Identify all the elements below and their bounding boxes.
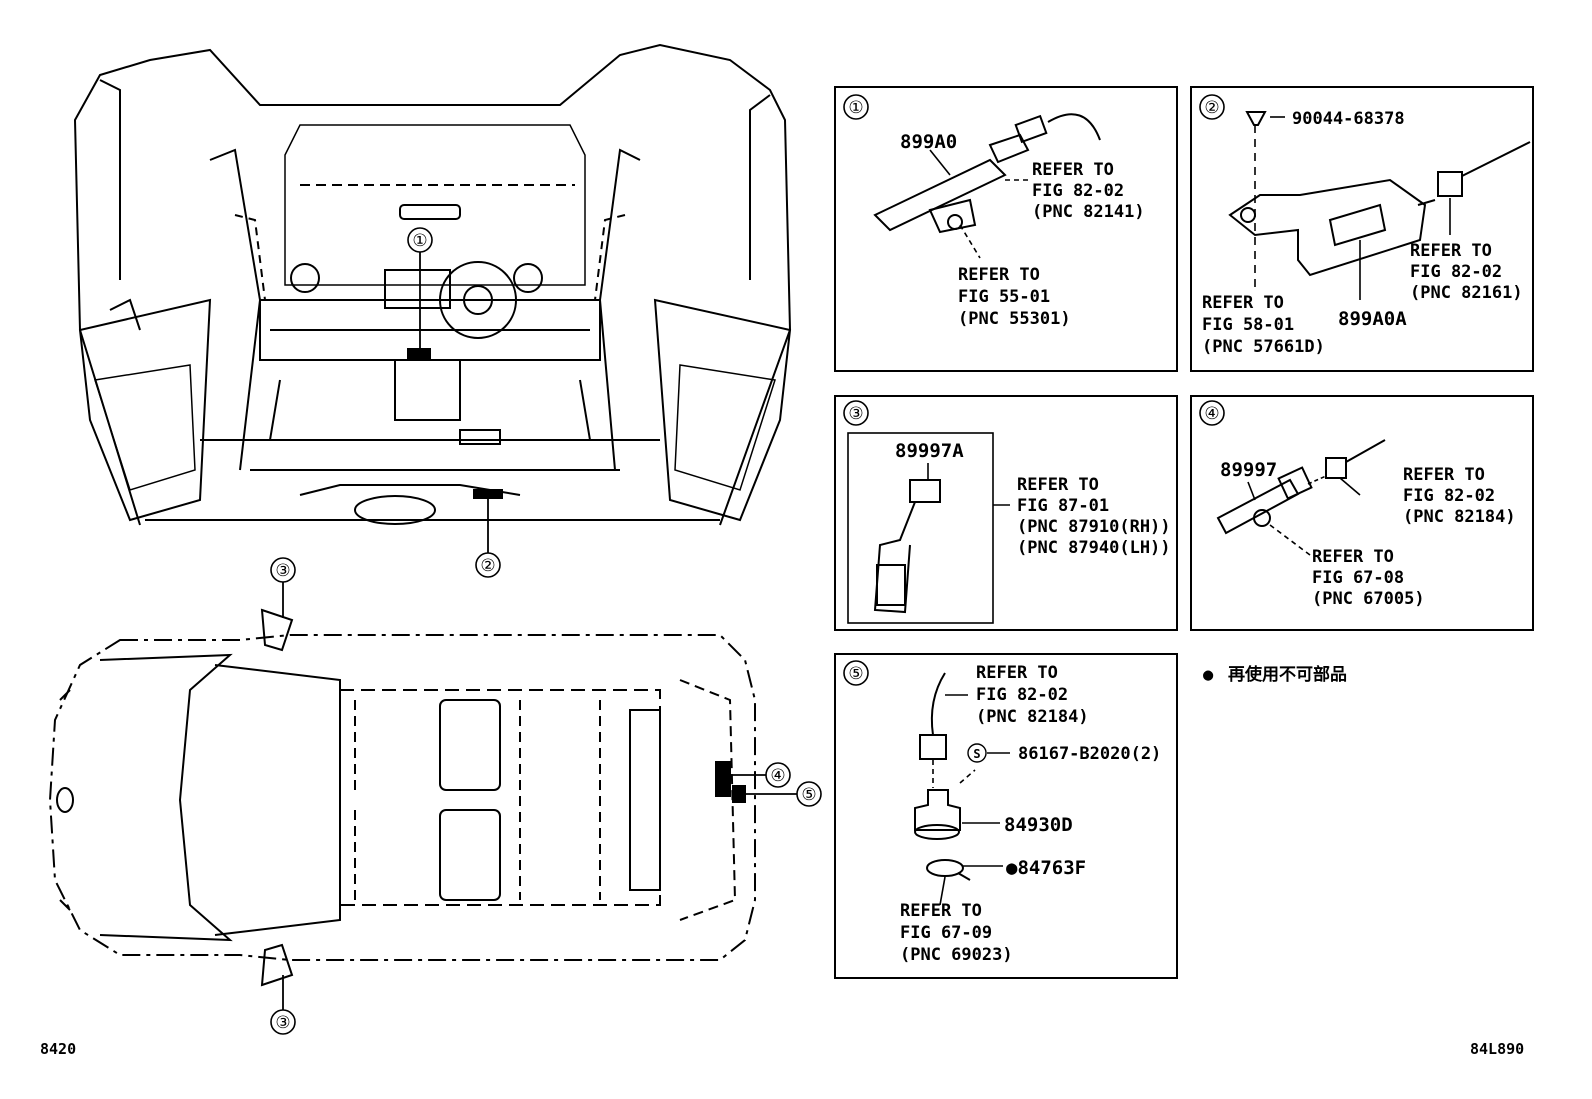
harness-drawing	[873, 479, 941, 614]
svg-text:(PNC 87940(LH)): (PNC 87940(LH))	[1017, 538, 1171, 558]
svg-text:REFER TO: REFER TO	[1403, 465, 1485, 485]
svg-text:REFER TO: REFER TO	[976, 663, 1058, 683]
svg-text:REFER TO: REFER TO	[958, 265, 1040, 285]
svg-text:S: S	[973, 747, 980, 761]
callout-1-interior: ①	[407, 227, 433, 253]
svg-text:②: ②	[480, 556, 495, 576]
legend: ● 再使用不可部品	[1203, 664, 1347, 685]
svg-text:(PNC 57661D): (PNC 57661D)	[1202, 337, 1325, 357]
footer-right-code: 84L890	[1470, 1040, 1524, 1058]
svg-text:①: ①	[848, 98, 863, 118]
svg-text:86167-B2020(2): 86167-B2020(2)	[1018, 744, 1161, 764]
svg-text:④: ④	[1204, 404, 1219, 424]
svg-text:②: ②	[1204, 98, 1219, 118]
callout-5-top: ⑤	[796, 781, 822, 807]
panel-1: ① 899A0 REFER TO FIG 82-02 (PNC 82141) R…	[834, 86, 1178, 372]
svg-text:REFER TO: REFER TO	[1410, 241, 1492, 261]
svg-text:FIG 82-02: FIG 82-02	[1032, 181, 1124, 201]
svg-text:90044-68378: 90044-68378	[1292, 109, 1405, 129]
interior-leaders	[419, 252, 489, 553]
svg-text:REFER TO: REFER TO	[1017, 475, 1099, 495]
svg-text:⑤: ⑤	[848, 664, 863, 684]
svg-text:FIG 82-02: FIG 82-02	[976, 685, 1068, 705]
panel-2: ② 90044-68378 REFER TO FIG 82-02 (PNC 82…	[1190, 86, 1534, 372]
screw-mark: S	[967, 743, 987, 763]
svg-text:⑤: ⑤	[801, 785, 816, 805]
svg-text:FIG 82-02: FIG 82-02	[1403, 486, 1495, 506]
svg-text:REFER TO: REFER TO	[900, 901, 982, 921]
svg-text:③: ③	[848, 404, 863, 424]
svg-text:89997A: 89997A	[895, 440, 964, 462]
svg-text:899A0A: 899A0A	[1338, 308, 1407, 330]
footer-left-code: 8420	[40, 1040, 76, 1058]
svg-text:FIG 82-02: FIG 82-02	[1410, 262, 1502, 282]
callout-4-top: ④	[765, 762, 791, 788]
top-view-leaders	[282, 582, 797, 1010]
callout-3-top: ③	[270, 557, 296, 583]
svg-text:再使用不可部品: 再使用不可部品	[1228, 664, 1347, 685]
svg-text:③: ③	[275, 561, 290, 581]
svg-text:FIG 67-08: FIG 67-08	[1312, 568, 1404, 588]
svg-text:(PNC 82161): (PNC 82161)	[1410, 283, 1523, 303]
svg-text:899A0: 899A0	[900, 131, 957, 153]
svg-text:REFER TO: REFER TO	[1032, 160, 1114, 180]
interior-view-drawing	[73, 43, 792, 526]
svg-text:(PNC 55301): (PNC 55301)	[958, 309, 1071, 329]
svg-text:FIG 58-01: FIG 58-01	[1202, 315, 1294, 335]
svg-text:(PNC 87910(RH)): (PNC 87910(RH))	[1017, 517, 1171, 537]
panel-5: ⑤ REFER TO FIG 82-02 (PNC 82184) S 86167…	[834, 653, 1178, 979]
svg-text:●84763F: ●84763F	[1006, 857, 1086, 879]
svg-text:●: ●	[1203, 665, 1214, 685]
callout-3-bottom: ③	[270, 1009, 296, 1035]
svg-text:(PNC 82184): (PNC 82184)	[976, 707, 1089, 727]
socket-drawing	[914, 672, 971, 881]
svg-text:84930D: 84930D	[1004, 814, 1073, 836]
svg-text:(PNC 67005): (PNC 67005)	[1312, 589, 1425, 609]
svg-text:REFER TO: REFER TO	[1202, 293, 1284, 313]
svg-text:89997: 89997	[1220, 459, 1277, 481]
svg-text:REFER TO: REFER TO	[1312, 547, 1394, 567]
sensor-bracket-drawing	[873, 113, 1101, 234]
svg-text:(PNC 82184): (PNC 82184)	[1403, 507, 1516, 527]
svg-text:FIG 55-01: FIG 55-01	[958, 287, 1050, 307]
svg-text:③: ③	[275, 1013, 290, 1033]
sensor-drawing	[1216, 439, 1386, 535]
svg-text:FIG 67-09: FIG 67-09	[900, 923, 992, 943]
top-view-drawing	[48, 608, 756, 987]
panel-4: ④ 89997 REFER TO FIG 82-02 (PNC 82184) R…	[1190, 395, 1534, 631]
panel-3: ③ 89997A REFER TO FIG 87-01 (PNC 87910(R…	[834, 395, 1178, 631]
svg-text:①: ①	[412, 231, 427, 251]
sensor-housing-drawing	[1228, 111, 1531, 277]
svg-text:④: ④	[770, 766, 785, 786]
svg-text:(PNC 69023): (PNC 69023)	[900, 945, 1013, 965]
svg-text:FIG 87-01: FIG 87-01	[1017, 496, 1109, 516]
svg-text:(PNC 82141): (PNC 82141)	[1032, 202, 1145, 222]
callout-2-interior: ②	[475, 552, 501, 578]
